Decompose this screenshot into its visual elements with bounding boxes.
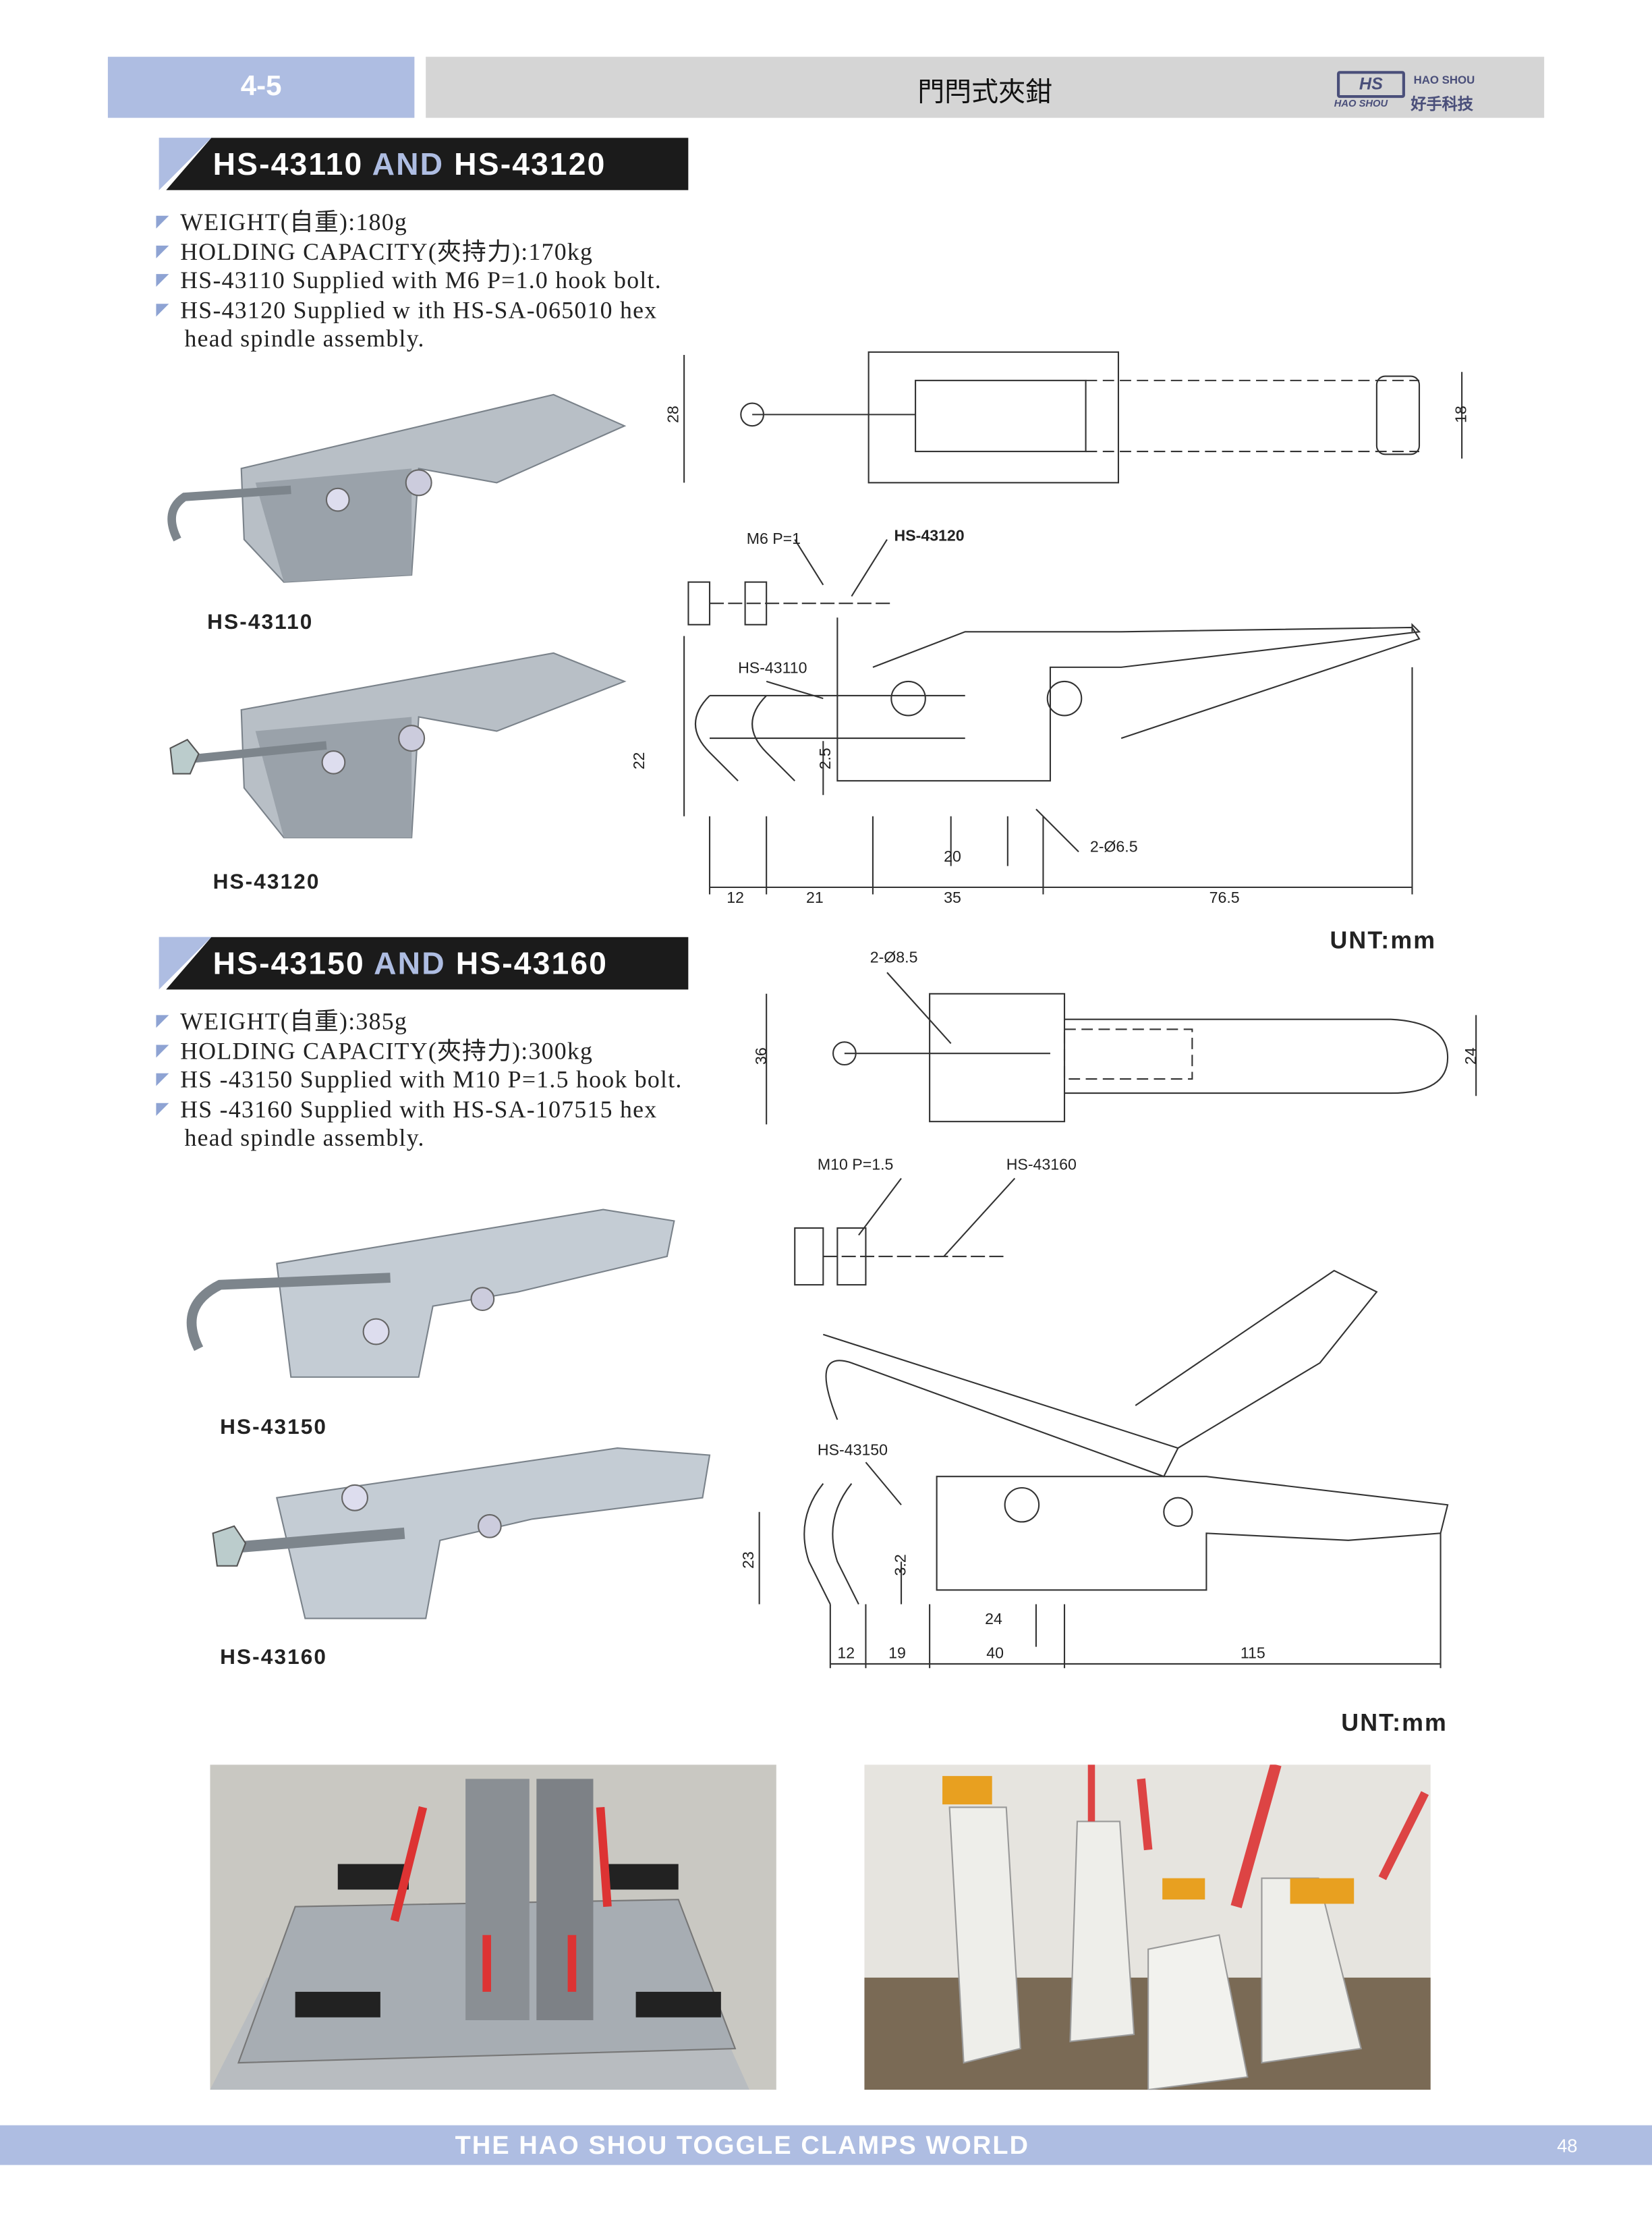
clamp-photo-hs-43110: [167, 393, 627, 583]
footer-text: THE HAO SHOU TOGGLE CLAMPS WORLD: [455, 2131, 1030, 2160]
section2-banner: HS-43150 AND HS-43160: [159, 937, 689, 990]
dim-label: 40: [986, 1644, 1004, 1661]
spec-item: WEIGHT(自重):180g: [156, 208, 662, 238]
unit-label: UNT:mm: [1330, 926, 1437, 954]
and-word: AND: [372, 146, 445, 182]
dim-label: 18: [1452, 406, 1469, 423]
spec-item: HOLDING CAPACITY(夾持力):170kg: [156, 238, 662, 267]
callout: HS-43120: [894, 527, 965, 545]
callout: HS-43110: [738, 659, 807, 676]
dim-label: 22: [630, 752, 648, 770]
spec-item: HS -43160 Supplied with HS-SA-107515 hex: [156, 1095, 682, 1124]
spec-item: HS -43150 Supplied with M10 P=1.5 hook b…: [156, 1066, 682, 1095]
callout: 2-Ø8.5: [870, 949, 918, 966]
section1-specs: WEIGHT(自重):180g HOLDING CAPACITY(夾持力):17…: [156, 208, 662, 354]
and-word: AND: [374, 945, 446, 981]
section1-product-photos: [167, 393, 627, 839]
clamp-photo-hs-43150: [186, 1208, 675, 1378]
dim-label: 115: [1241, 1644, 1265, 1661]
fixture-photo-2: [864, 1764, 1431, 2090]
spec-item: HS-43120 Supplied w ith HS-SA-065010 hex: [156, 296, 662, 325]
dim-label: 36: [752, 1047, 770, 1065]
dim-label: 3.2: [891, 1554, 909, 1576]
callout: HS-43150: [818, 1441, 888, 1459]
model-a: HS-43110: [212, 146, 364, 182]
model-a: HS-43150: [212, 945, 365, 981]
fixture-photo-1: [210, 1764, 776, 2090]
spec-item: HS-43110 Supplied with M6 P=1.0 hook bol…: [156, 267, 662, 296]
dim-label: 23: [739, 1551, 757, 1569]
model-b: HS-43120: [454, 146, 606, 182]
section-number: 4-5: [107, 57, 415, 118]
clamp-photo-hs-43160: [212, 1447, 711, 1619]
photo-label: HS-43160: [220, 1645, 328, 1670]
callout: HS-43160: [1006, 1156, 1077, 1173]
hao-shou-logo: HS HAO SHOU HAO SHOU 好手科技: [1334, 68, 1490, 113]
callout: M6 P=1: [747, 530, 801, 547]
section2-technical-drawing: 36 24 23 3.2 24 12 19 40 115 2-Ø8.5 M10 …: [739, 949, 1479, 1669]
photo-label: HS-43110: [207, 610, 314, 635]
dim-label: 2.5: [816, 748, 834, 769]
dim-label: 12: [727, 889, 744, 906]
logo-mark: HS: [1336, 71, 1405, 99]
section2-specs: WEIGHT(自重):385g HOLDING CAPACITY(夾持力):30…: [156, 1008, 682, 1154]
callout: 2-Ø6.5: [1090, 837, 1138, 855]
logo-brand-sub: HAO SHOU: [1334, 99, 1388, 110]
callout: M10 P=1.5: [818, 1156, 894, 1173]
dim-label: 12: [837, 1644, 855, 1661]
section2-product-photos: [186, 1208, 711, 1619]
page-number: 48: [1557, 2135, 1578, 2157]
spec-item-cont: head spindle assembly.: [184, 1124, 425, 1152]
dim-label: 24: [985, 1610, 1002, 1627]
spec-item-cont: head spindle assembly.: [184, 325, 425, 352]
dim-label: 20: [944, 847, 961, 865]
dim-label: 76.5: [1209, 889, 1240, 906]
dim-label: 28: [664, 406, 682, 423]
section1-technical-drawing: 28 18 22 2.5 20 12 21 35 76.5 M6 P=1 HS-…: [630, 351, 1469, 906]
footer-bar: THE HAO SHOU TOGGLE CLAMPS WORLD 48: [0, 2125, 1652, 2165]
logo-brand-en: HAO SHOU: [1413, 74, 1475, 87]
logo-brand-cn: 好手科技: [1411, 94, 1473, 114]
unit-label: UNT:mm: [1341, 1709, 1448, 1737]
header-bar: 門閂式夾鉗 HS HAO SHOU HAO SHOU 好手科技: [426, 57, 1545, 118]
photo-label: HS-43150: [220, 1415, 328, 1440]
dim-label: 24: [1462, 1047, 1479, 1065]
page-title: 門閂式夾鉗: [917, 76, 1053, 108]
section1-banner: HS-43110 AND HS-43120: [159, 138, 689, 190]
spec-item: WEIGHT(自重):385g: [156, 1008, 682, 1037]
dim-label: 19: [888, 1644, 906, 1661]
model-b: HS-43160: [455, 945, 608, 981]
spec-item: HOLDING CAPACITY(夾持力):300kg: [156, 1037, 682, 1066]
photo-label: HS-43120: [212, 870, 320, 895]
clamp-photo-hs-43120: [169, 652, 627, 839]
dim-label: 21: [806, 889, 824, 906]
dim-label: 35: [944, 889, 961, 906]
